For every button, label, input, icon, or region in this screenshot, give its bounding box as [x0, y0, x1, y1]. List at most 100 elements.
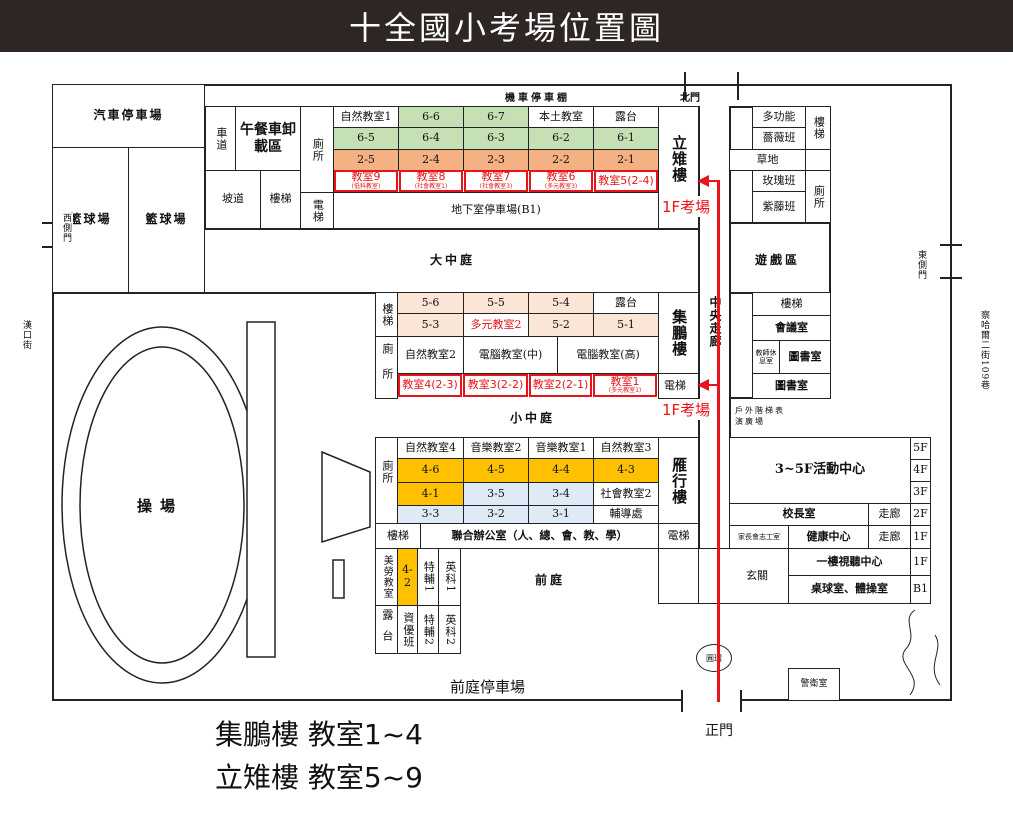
- boundary-east: [950, 84, 952, 700]
- corridor-wall: [698, 106, 700, 604]
- tree-outline: [902, 609, 941, 696]
- exam-room-6: 教室6(多元教室3): [529, 170, 593, 192]
- cell: [805, 149, 831, 171]
- exam-room-name: 教室3(2-2): [467, 378, 524, 392]
- boundary-north: [52, 84, 952, 86]
- west-gate-label: 西側門: [60, 213, 73, 243]
- gate-mark: [940, 277, 962, 279]
- playground-drawing: [61, 321, 371, 684]
- activity-center: 3~5F活動中心: [729, 437, 911, 504]
- outdoor-stage-label: 戶外階梯表演廣場: [735, 406, 785, 427]
- room: 3-2: [463, 505, 529, 524]
- stairs: 樓梯: [260, 170, 301, 229]
- meeting-room: 會議室: [752, 315, 831, 341]
- exam-room-3: 教室3(2-2): [463, 374, 528, 397]
- room: 自然教室2: [397, 336, 464, 374]
- floor-label: B1: [910, 575, 931, 604]
- elevator: 電梯: [658, 373, 699, 399]
- room: 4-4: [528, 458, 594, 483]
- room: 社會教室2: [593, 482, 659, 506]
- room: 自然教室3: [593, 437, 659, 459]
- legend-liya: 立雉樓 教室5~9: [215, 761, 423, 794]
- room: 2-4: [398, 149, 464, 171]
- room: 輔導處: [593, 505, 659, 524]
- room: 6-1: [593, 127, 659, 150]
- room: 2-5: [333, 149, 399, 171]
- exam-room-name: 教室5(2-4): [598, 173, 654, 187]
- exam-room-name: 教室2(2-1): [532, 378, 589, 392]
- route-branch: [702, 384, 719, 386]
- gate-mark: [684, 72, 686, 100]
- exam-room-note: (低科教室): [351, 182, 381, 190]
- basketball-court-2: 籃球場: [128, 147, 205, 293]
- cell: [658, 548, 699, 604]
- health-center: 健康中心: [788, 525, 869, 549]
- legend-jipeng: 集鵬樓 教室1~4: [215, 718, 423, 751]
- room: 6-6: [398, 106, 464, 128]
- room: 自然教室1: [333, 106, 399, 128]
- teacher-lounge: 教師休息室: [752, 340, 780, 374]
- corridor: 走廊: [868, 503, 911, 526]
- east-gate-label: 東側門: [916, 250, 926, 280]
- room: 5-4: [528, 292, 594, 314]
- room: 4-2: [397, 548, 418, 606]
- terrace: 露台: [375, 605, 398, 654]
- exam-room-note: (社會教室1): [414, 182, 448, 190]
- street-east-label: 察哈爾二街109巷: [979, 310, 989, 391]
- stand: [246, 321, 276, 658]
- exam-room-name: 教室7: [481, 170, 511, 184]
- divider: [829, 106, 831, 398]
- floor-label: 5F: [910, 437, 931, 460]
- corridor-wall: [729, 106, 731, 604]
- playground-label: 操場: [137, 497, 184, 515]
- toilet: 廁所: [300, 106, 334, 193]
- north-gate-label: 北門: [680, 93, 700, 104]
- lunch-unloading: 午餐車卸載區: [235, 106, 301, 171]
- gate-mark: [940, 244, 962, 246]
- map-title: 十全國小考場位置圖: [0, 0, 1013, 52]
- car-park: 汽車停車場: [52, 84, 205, 148]
- av-center: 一樓視聽中心: [788, 548, 911, 576]
- small-courtyard-label: 小中庭: [510, 411, 556, 425]
- arrow-icon: [697, 175, 709, 187]
- room: 6-4: [398, 127, 464, 150]
- play-area-label: 遊戲區: [755, 253, 801, 267]
- exam-room-note: (多元教室3): [544, 182, 578, 190]
- room: 露台: [593, 292, 659, 314]
- main-gate-label: 正門: [705, 723, 733, 739]
- room: 6-7: [463, 106, 529, 128]
- floor-label: 3F: [910, 481, 931, 504]
- room: 音樂教室2: [463, 437, 529, 459]
- pta-volunteer-room: 家長會志工室: [729, 525, 789, 549]
- boundary-south: [52, 699, 682, 701]
- front-court-label: 前庭: [535, 573, 566, 587]
- floor-label: 1F: [910, 525, 931, 549]
- gate-mark: [681, 690, 683, 712]
- track-inner: [79, 346, 245, 664]
- room: 薔薇班: [752, 127, 806, 150]
- stage: [321, 450, 371, 544]
- library: 圖書室: [779, 340, 831, 374]
- floor-label: 4F: [910, 459, 931, 482]
- room: 5-3: [397, 313, 464, 337]
- toilet: 廁所: [375, 336, 398, 399]
- guard-room: 警衛室: [788, 668, 840, 701]
- big-courtyard-label: 大中庭: [430, 253, 476, 267]
- exam-room-1: 教室1(多元教室1): [593, 374, 657, 397]
- stairs: 樓梯: [805, 106, 831, 150]
- room: 6-5: [333, 127, 399, 150]
- room: 5-5: [463, 292, 529, 314]
- exam-room-name: 教室1: [610, 374, 640, 388]
- principal-office: 校長室: [729, 503, 869, 526]
- exam-room-name: 教室6: [546, 170, 576, 184]
- central-corridor-label: 中央走廊: [708, 296, 722, 348]
- room: 2-1: [593, 149, 659, 171]
- divider: [729, 222, 831, 224]
- room: 2-2: [528, 149, 594, 171]
- floor-label: 2F: [910, 503, 931, 526]
- room: 本土教室: [528, 106, 594, 128]
- room: 4-5: [463, 458, 529, 483]
- exam-room-2: 教室2(2-1): [529, 374, 592, 397]
- basketball-court-1: 籃球場: [52, 147, 129, 293]
- exam-room-note: (社會教室3): [479, 182, 513, 190]
